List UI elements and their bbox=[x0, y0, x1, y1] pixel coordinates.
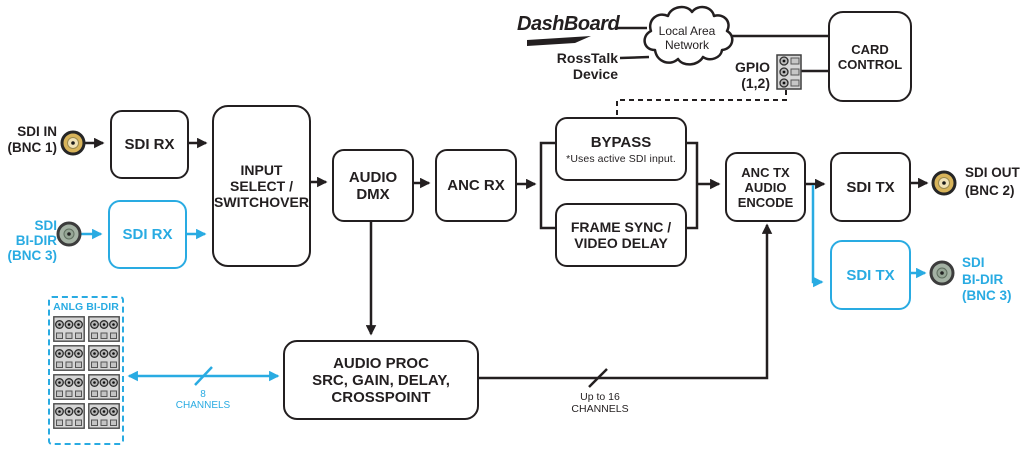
bypass-framesync-merge-line bbox=[683, 141, 699, 230]
sdi-rx-bidir-block: SDI RX bbox=[108, 200, 187, 269]
anc-tx-audio-encode-block: ANC TX AUDIO ENCODE bbox=[725, 152, 806, 222]
anc-rx-label: ANC RX bbox=[447, 177, 505, 194]
sdi-rx-main-label: SDI RX bbox=[124, 136, 175, 153]
card-control-block: CARD CONTROL bbox=[828, 11, 912, 102]
bypass-block: BYPASS *Uses active SDI input. bbox=[555, 117, 687, 181]
channels-16-annotation: Up to 16 CHANNELS bbox=[571, 391, 629, 415]
bnc-connector-bidir-in-icon bbox=[56, 221, 82, 247]
channels-8-annotation: 8 CHANNELS bbox=[175, 389, 231, 411]
bypass-title: BYPASS bbox=[590, 133, 652, 151]
gpio-to-bypass-dashed-line bbox=[616, 90, 787, 115]
terminal-block-icon bbox=[52, 403, 85, 429]
bnc-connector-bidir-out-icon bbox=[929, 260, 955, 286]
terminal-block-icon bbox=[87, 316, 120, 342]
dashboard-logo: DashBoard bbox=[517, 13, 620, 35]
branch-to-bidir-sditx-arrow bbox=[811, 185, 824, 288]
gpio-connector-icon bbox=[776, 54, 802, 90]
terminal-block-icon bbox=[52, 374, 85, 400]
audioproc-to-anctx-arrow bbox=[475, 223, 773, 380]
audio-proc-label: AUDIO PROC SRC, GAIN, DELAY, CROSSPOINT bbox=[312, 354, 450, 406]
lan-cloud-shape bbox=[643, 5, 734, 66]
gpio-label: GPIO (1,2) bbox=[734, 59, 770, 91]
terminal-block-icon bbox=[87, 403, 120, 429]
audio-dmx-label: AUDIO DMX bbox=[348, 168, 398, 203]
anc-tx-audio-encode-label: ANC TX AUDIO ENCODE bbox=[737, 164, 794, 210]
terminal-block-icon bbox=[87, 374, 120, 400]
sdi-tx-bidir-label: SDI TX bbox=[846, 266, 895, 284]
terminal-block-icon bbox=[52, 345, 85, 371]
terminal-grid bbox=[52, 316, 120, 429]
audio-dmx-block: AUDIO DMX bbox=[332, 149, 414, 222]
sdi-tx-bidir-block: SDI TX bbox=[830, 240, 911, 310]
frame-sync-block: FRAME SYNC / VIDEO DELAY bbox=[555, 203, 687, 267]
frame-sync-label: FRAME SYNC / VIDEO DELAY bbox=[570, 219, 672, 251]
sdi-tx-main-label: SDI TX bbox=[846, 178, 895, 196]
anc-rx-block: ANC RX bbox=[435, 149, 517, 222]
lan-cloud-label: Local Area Network bbox=[658, 24, 716, 52]
bypass-framesync-split-line bbox=[539, 141, 555, 230]
rosstalk-device-label: RossTalk Device bbox=[556, 50, 618, 82]
sdi-in-port-label: SDI IN (BNC 1) bbox=[7, 124, 58, 155]
bypass-note: *Uses active SDI input. bbox=[566, 152, 676, 165]
input-select-switchover-label: INPUT SELECT / SWITCHOVER bbox=[214, 162, 309, 210]
audio-proc-block: AUDIO PROC SRC, GAIN, DELAY, CROSSPOINT bbox=[283, 340, 479, 420]
input-select-switchover-block: INPUT SELECT / SWITCHOVER bbox=[212, 105, 311, 267]
sdi-bidir-out-port-label: SDI BI-DIR (BNC 3) bbox=[962, 255, 1012, 303]
sdi-tx-main-block: SDI TX bbox=[830, 152, 911, 222]
card-control-label: CARD CONTROL bbox=[837, 41, 903, 72]
dashboard-logo-swoosh bbox=[527, 36, 591, 46]
anlg-bidir-label: ANLG BI-DIR bbox=[53, 301, 119, 313]
sdi-bidir-in-port-label: SDI BI-DIR (BNC 3) bbox=[7, 218, 58, 263]
sdi-out-port-label: SDI OUT (BNC 2) bbox=[965, 165, 1020, 198]
terminal-block-icon bbox=[87, 345, 120, 371]
rosstalk-to-lan-line bbox=[619, 55, 650, 60]
sdi-rx-main-block: SDI RX bbox=[110, 110, 189, 179]
terminal-block-icon bbox=[52, 316, 85, 342]
channels-8-slash bbox=[194, 366, 213, 386]
anlg-bidir-panel: ANLG BI-DIR bbox=[48, 296, 124, 445]
bnc-connector-sdi-out-icon bbox=[931, 170, 957, 196]
bnc-connector-sdi-in-icon bbox=[60, 130, 86, 156]
sdi-rx-bidir-label: SDI RX bbox=[122, 226, 173, 243]
channels-16-slash bbox=[588, 368, 608, 388]
